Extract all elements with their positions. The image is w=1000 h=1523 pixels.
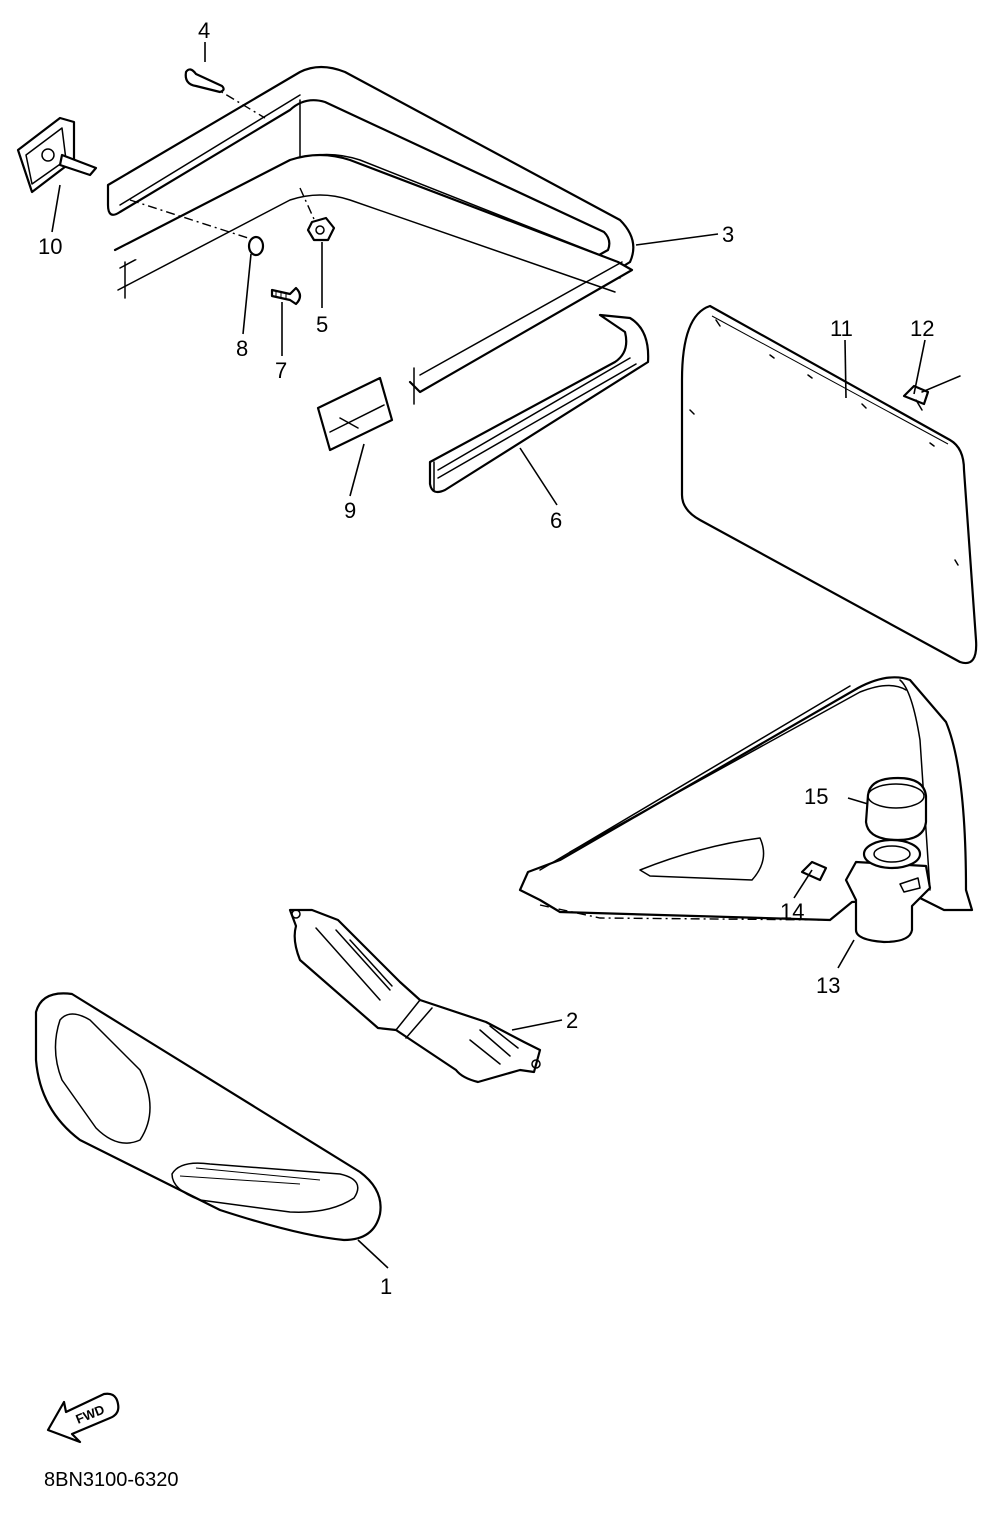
part-10-bracket — [16, 116, 98, 194]
part-5-nut — [306, 216, 336, 242]
part-3-frame — [106, 65, 635, 405]
callout-11: 11 — [830, 316, 853, 341]
callout-2: 2 — [566, 1008, 578, 1033]
part-2-reflector — [288, 908, 542, 1084]
callout-labels: 1 2 3 4 5 6 7 8 9 10 11 12 13 14 15 — [38, 18, 934, 1299]
part-14-clip — [800, 860, 828, 882]
part-1-side-cover — [34, 992, 382, 1242]
callout-1: 1 — [380, 1274, 392, 1299]
callout-9: 9 — [344, 498, 356, 523]
part-13-socket — [844, 838, 932, 944]
leader-lines — [51, 42, 926, 1269]
part-11-panel — [680, 304, 978, 665]
callout-5: 5 — [316, 312, 328, 337]
callout-3: 3 — [722, 222, 734, 247]
callout-10: 10 — [38, 234, 62, 259]
callout-4: 4 — [198, 18, 210, 43]
diagram-code: 8BN3100-6320 — [44, 1469, 179, 1491]
rear-cowl-housing — [518, 676, 974, 922]
callout-12: 12 — [910, 316, 934, 341]
part-7-screw — [270, 286, 302, 306]
callout-7: 7 — [275, 358, 287, 383]
part-8-washer — [247, 235, 265, 257]
callout-14: 14 — [780, 899, 804, 924]
part-6-lower-rail — [428, 313, 650, 494]
part-4-bolt — [184, 68, 225, 94]
forward-arrow-icon: FWD — [46, 1392, 120, 1444]
callout-8: 8 — [236, 336, 248, 361]
callout-15: 15 — [804, 784, 828, 809]
part-15-grommet — [864, 776, 928, 842]
callout-13: 13 — [816, 973, 840, 998]
assembly-lines — [129, 84, 319, 239]
callout-6: 6 — [550, 508, 562, 533]
part-12-rivet — [902, 375, 961, 411]
part-9-pad — [316, 376, 394, 452]
